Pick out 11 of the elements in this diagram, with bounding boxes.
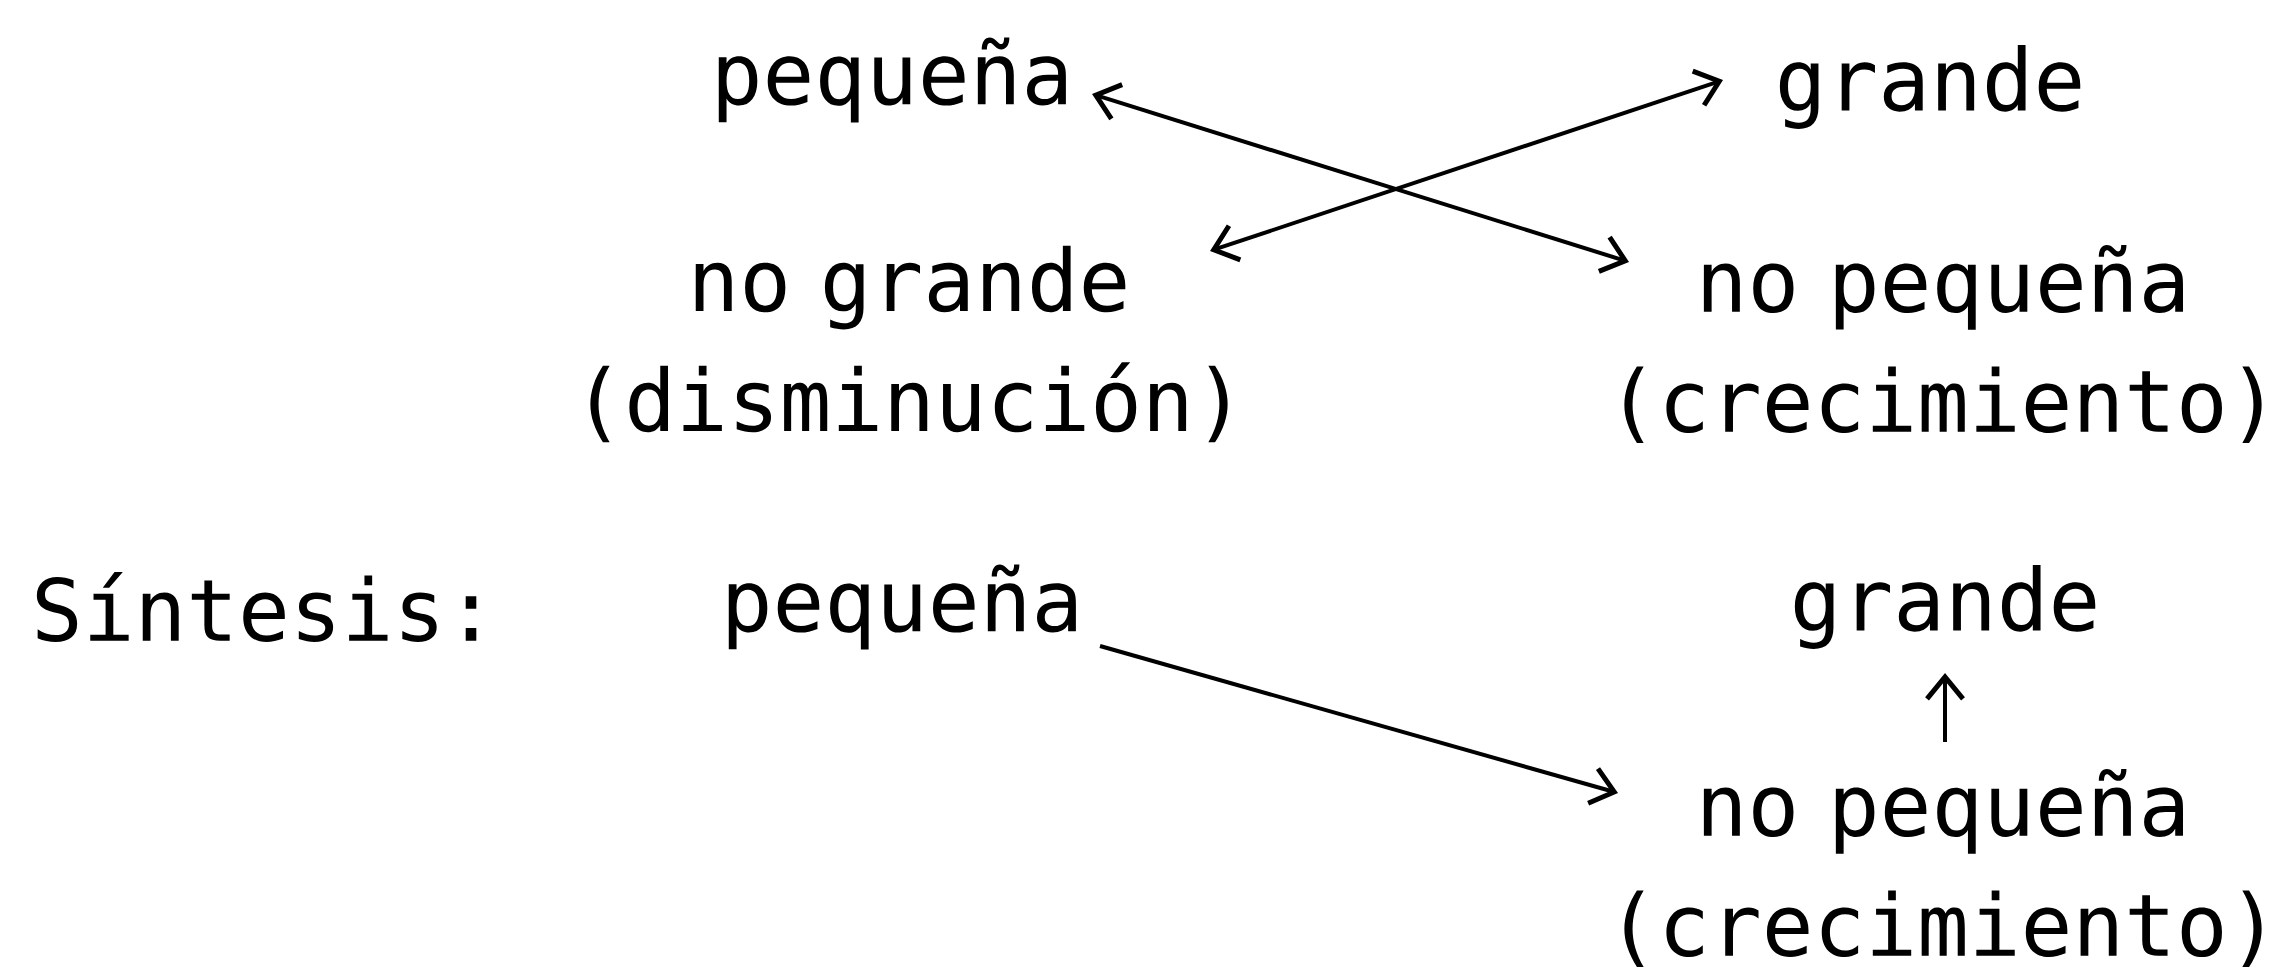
arrow: [1092, 82, 1629, 274]
word-label: pequeña: [728, 564, 1076, 650]
heading-label: Síntesis:: [36, 572, 477, 642]
word-label: no pequeña (crecimiento): [1624, 768, 2262, 968]
arrow: [1210, 68, 1724, 263]
word-label: grande: [1794, 565, 2096, 649]
word-label: pequeña: [718, 37, 1066, 123]
arrow: [1099, 644, 1618, 806]
word-label: no pequeña (crecimiento): [1624, 244, 2262, 444]
word-label: no grande (disminución): [590, 245, 1228, 443]
word-label: grande: [1779, 45, 2081, 129]
